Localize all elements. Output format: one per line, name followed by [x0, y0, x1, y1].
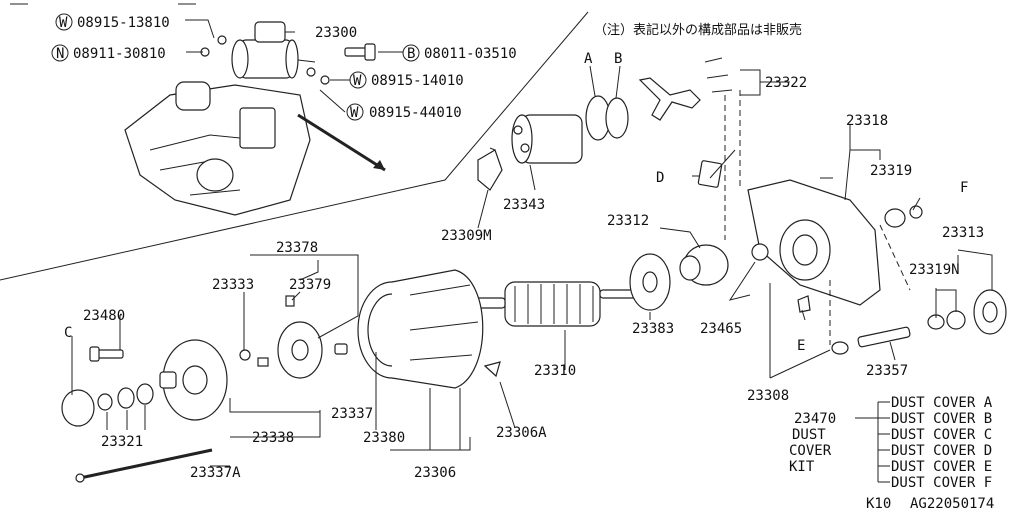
- part-23343: 23343: [503, 197, 545, 213]
- kit-item-a: DUST COVER A: [891, 395, 993, 411]
- symbol-w: W: [353, 73, 362, 89]
- dust-cover-C-and-washers-23321: [61, 383, 154, 427]
- kit-title-line-3: KIT: [789, 459, 815, 475]
- kit-item-d: DUST COVER D: [891, 443, 992, 459]
- part-08915-44010: 08915-44010: [369, 105, 462, 121]
- part-23337: 23337: [331, 406, 373, 422]
- callout-w-08915-44010: W 08915-44010: [346, 103, 462, 121]
- shift-lever: [638, 77, 701, 121]
- thru-bolt-head: [75, 473, 85, 483]
- part-08911-30810: 08911-30810: [73, 46, 166, 62]
- letter-a: A: [584, 51, 593, 67]
- letter-f: F: [960, 180, 968, 196]
- shaft-23357: [857, 326, 911, 348]
- bushing-23380: [334, 343, 348, 355]
- part-23306: 23306: [414, 465, 456, 481]
- kit-item-c: DUST COVER C: [891, 427, 992, 443]
- part-23322: 23322: [765, 75, 807, 91]
- dust-cover-A-part: [831, 341, 849, 355]
- dust-cover-E: [797, 295, 811, 313]
- solenoid-23343: [511, 114, 583, 164]
- arrow-head: [373, 160, 385, 170]
- kit-item-b: DUST COVER B: [891, 411, 992, 427]
- part-23465: 23465: [700, 321, 742, 337]
- part-23310: 23310: [534, 363, 576, 379]
- kit-item-e: DUST COVER E: [891, 459, 992, 475]
- bolt-23480: [89, 346, 124, 362]
- figure-id: AG22050174: [910, 496, 994, 512]
- engine-block-illustration: [124, 81, 311, 216]
- callout-w-08915-14010: W 08915-14010: [349, 71, 464, 89]
- yoke-23306: [357, 269, 484, 389]
- part-23378: 23378: [276, 240, 318, 256]
- letter-c: C: [64, 325, 72, 341]
- part-23300: 23300: [315, 25, 357, 41]
- not-sold-note: （注）表記以外の構成部品は非販売: [594, 22, 802, 38]
- bushing-23319: [884, 205, 923, 228]
- part-23319: 23319: [870, 163, 912, 179]
- gasket-A-B: [585, 95, 629, 141]
- part-23357: 23357: [866, 363, 908, 379]
- letter-b: B: [614, 51, 622, 67]
- part-08915-13810: 08915-13810: [77, 15, 170, 31]
- symbol-n: N: [56, 46, 64, 62]
- footer-code: K10: [866, 496, 891, 512]
- callout-b-08011-03510: B 08011-03510: [402, 44, 517, 62]
- dust-cover-D: [697, 160, 723, 188]
- symbol-w: W: [350, 105, 359, 121]
- callout-w-08915-13810: W 08915-13810: [55, 13, 170, 31]
- part-23308: 23308: [747, 388, 789, 404]
- part-23480: 23480: [83, 308, 125, 324]
- rear-cover-23338: [159, 339, 228, 421]
- part-23309m: 23309M: [441, 228, 492, 244]
- bolt-08011: [344, 43, 376, 61]
- part-23333: 23333: [212, 277, 254, 293]
- part-23306a: 23306A: [496, 425, 547, 441]
- callout-n-08911-30810: N 08911-30810: [51, 44, 166, 62]
- part-23337a: 23337A: [190, 465, 241, 481]
- part-08011-03510: 08011-03510: [424, 46, 517, 62]
- inset-leaders: [185, 19, 403, 113]
- assembly-direction-arrow: [297, 113, 386, 172]
- kit-title-line-1: DUST: [792, 427, 826, 443]
- symbol-w: W: [59, 15, 68, 31]
- part-23380: 23380: [363, 430, 405, 446]
- pinion-23313: [973, 289, 1007, 335]
- part-23313: 23313: [942, 225, 984, 241]
- part-23312: 23312: [607, 213, 649, 229]
- letter-d: D: [656, 170, 664, 186]
- pin-23322: [704, 57, 733, 93]
- armature-23310: [469, 281, 656, 327]
- kit-part-number: 23470: [794, 411, 836, 427]
- gear-housing-23318: [747, 177, 881, 306]
- clutch-23312: [679, 243, 769, 286]
- part-23318: 23318: [846, 113, 888, 129]
- kit-title-line-2: COVER: [789, 443, 832, 459]
- symbol-b: B: [407, 46, 415, 62]
- washer-23383: [629, 253, 671, 311]
- screw-23306A: [483, 361, 501, 378]
- kit-item-f: DUST COVER F: [891, 475, 992, 491]
- starter-motor-illustration: [200, 21, 330, 85]
- inset-frame: [0, 3, 589, 281]
- assembly-dashed-lines: [724, 90, 911, 345]
- dust-cover-kit: 23470 DUST COVER KIT DUST COVER A DUST C…: [789, 395, 993, 491]
- part-leaders: [71, 65, 993, 483]
- bushing-23319N: [927, 310, 966, 330]
- part-23338: 23338: [252, 430, 294, 446]
- packing-23309M: [477, 149, 503, 191]
- part-08915-14010: 08915-14010: [371, 73, 464, 89]
- part-23383: 23383: [632, 321, 674, 337]
- part-23379: 23379: [289, 277, 331, 293]
- part-23321: 23321: [101, 434, 143, 450]
- thru-bolt-23337A: [79, 448, 213, 480]
- part-23319n: 23319N: [909, 262, 960, 278]
- letter-e: E: [797, 338, 805, 354]
- brush-holder-23378: [239, 295, 323, 379]
